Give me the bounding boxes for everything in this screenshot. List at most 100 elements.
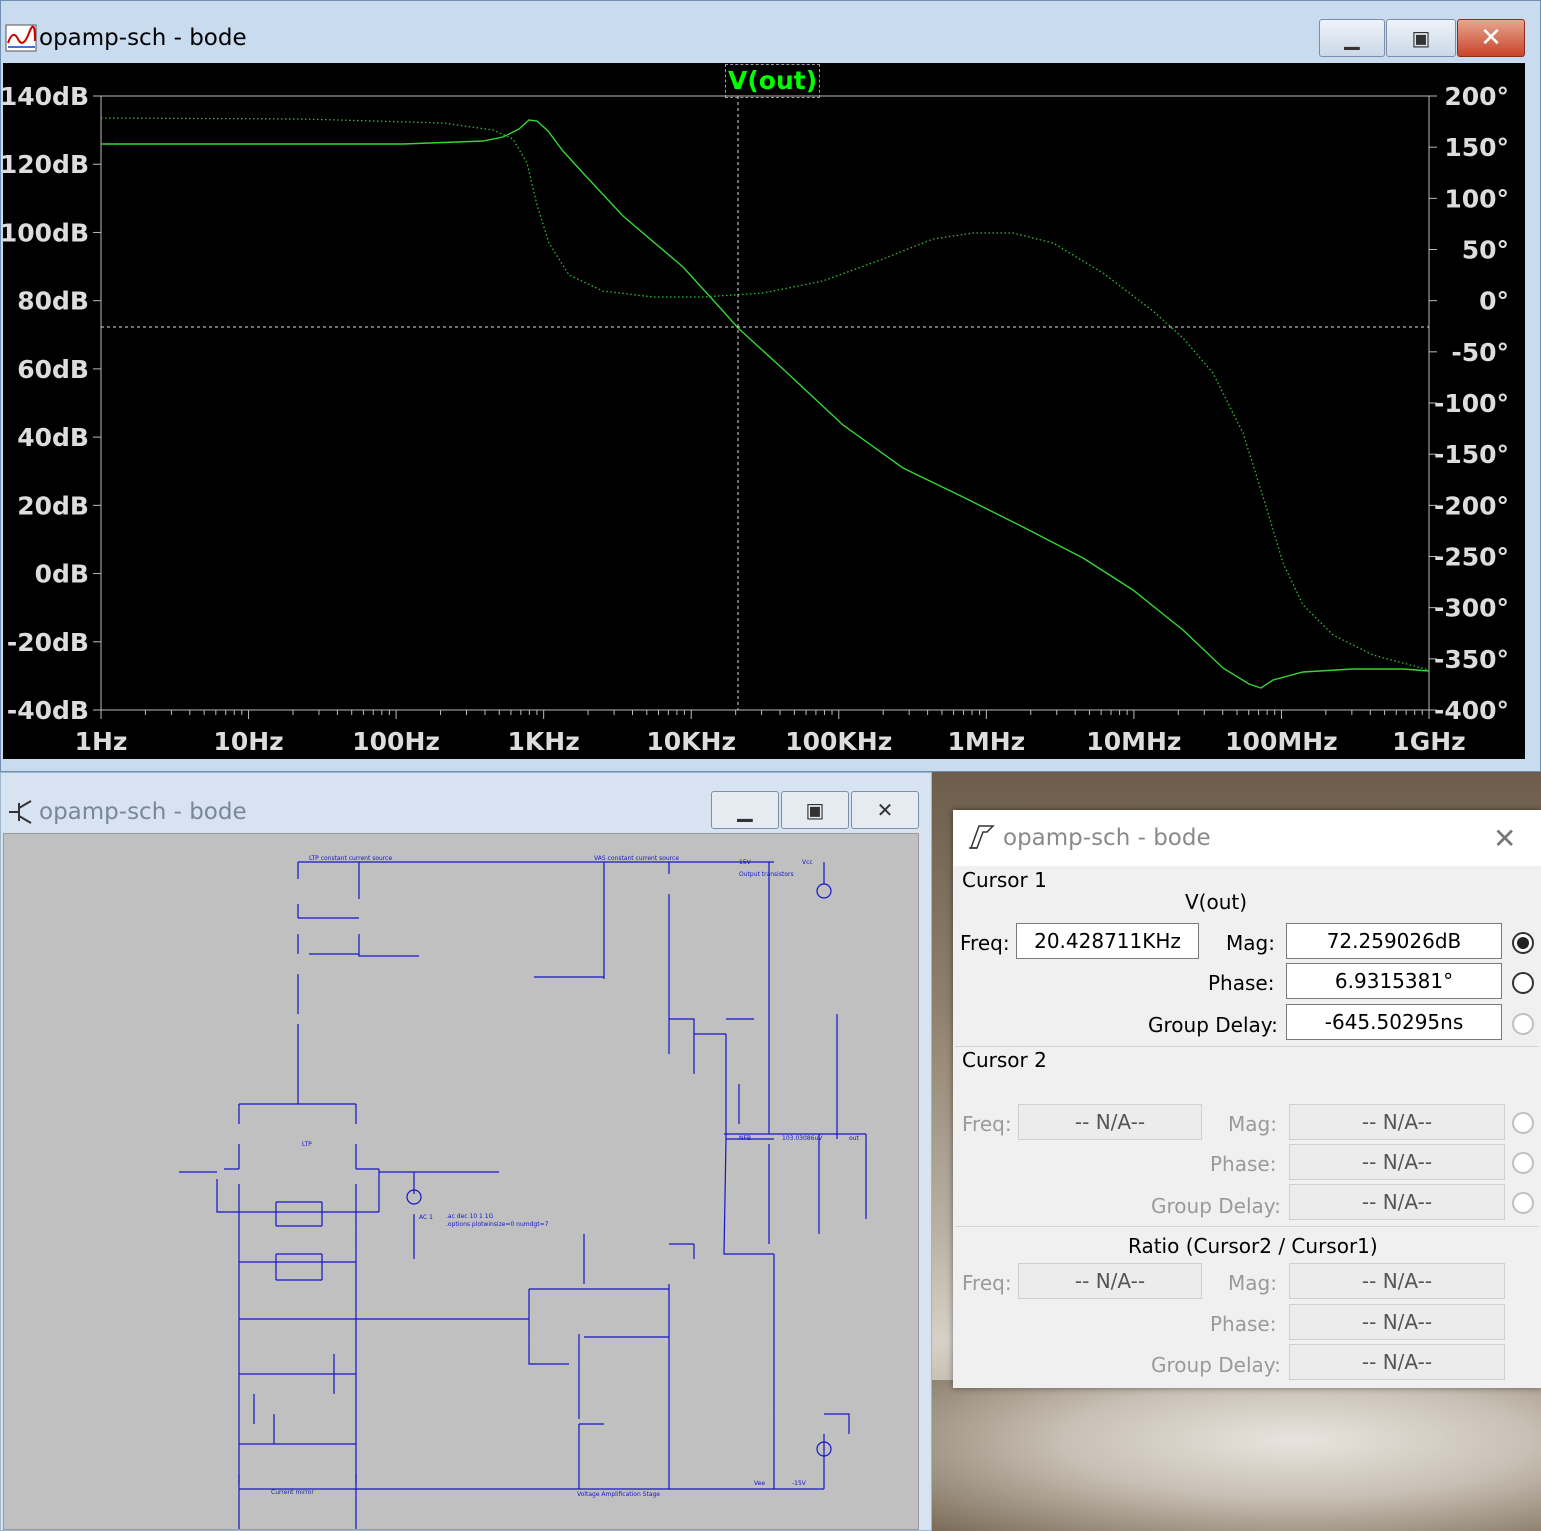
cursor1-group-delay-label: Group Delay: bbox=[1148, 1013, 1278, 1037]
right-axis-labels: 200°150°100°50°0°-50°-100°-150°-200°-250… bbox=[1429, 82, 1509, 725]
cursor1-freq-label: Freq: bbox=[960, 931, 1010, 955]
phase-trace bbox=[100, 117, 1430, 671]
close-icon[interactable]: ✕ bbox=[1493, 822, 1517, 855]
right-axis-label: -400° bbox=[1434, 696, 1509, 725]
cursor2-group-delay-radio[interactable] bbox=[1512, 1192, 1534, 1214]
cursor-dialog: opamp-sch - bode ✕ Cursor 1 V(out) Freq:… bbox=[953, 810, 1541, 1388]
left-axis-label: 20dB bbox=[17, 491, 89, 520]
left-axis-label: 80dB bbox=[17, 287, 89, 316]
ratio-mag-field[interactable]: -- N/A-- bbox=[1289, 1263, 1505, 1299]
ratio-freq-label: Freq: bbox=[962, 1271, 1012, 1295]
minimize-button[interactable]: ▁ bbox=[1319, 19, 1385, 57]
cursor1-group-delay-radio[interactable] bbox=[1512, 1013, 1534, 1035]
cursor1-phase-label: Phase: bbox=[1208, 971, 1275, 995]
left-axis-labels: 140dB120dB100dB80dB60dB40dB20dB0dB-20dB-… bbox=[3, 82, 101, 725]
window-title: opamp-sch - bode bbox=[39, 25, 247, 51]
schematic-canvas[interactable]: LTP constant current source VAS constant… bbox=[3, 833, 919, 1530]
x-axis-label: 1KHz bbox=[508, 727, 580, 756]
cursor1-trace: V(out) bbox=[1185, 890, 1248, 914]
maximize-button[interactable]: ▣ bbox=[781, 791, 849, 829]
x-axis-label: 100Hz bbox=[352, 727, 440, 756]
label-vcc: Vcc bbox=[802, 859, 813, 866]
transistor-icon bbox=[9, 800, 32, 824]
left-axis-label: -40dB bbox=[7, 696, 89, 725]
cursor2-group-delay-field[interactable]: -- N/A-- bbox=[1289, 1184, 1505, 1220]
label-sim-options: .options plotwinsize=0 numdgt=7 bbox=[446, 1221, 549, 1228]
cursor1-mag-label: Mag: bbox=[1226, 931, 1275, 955]
schematic-wires bbox=[179, 861, 867, 1529]
label-out: out bbox=[849, 1135, 859, 1142]
right-axis-label: -350° bbox=[1434, 645, 1509, 674]
cursor1-freq-field[interactable]: 20.428711KHz bbox=[1016, 923, 1199, 959]
x-axis-label: 1Hz bbox=[75, 727, 128, 756]
cursor2-phase-field[interactable]: -- N/A-- bbox=[1289, 1144, 1505, 1180]
label-ac1: AC 1 bbox=[419, 1214, 433, 1221]
right-axis-label: -100° bbox=[1434, 389, 1509, 418]
cursor1-mag-radio[interactable] bbox=[1512, 932, 1534, 954]
cursor2-mag-label: Mag: bbox=[1228, 1112, 1277, 1136]
right-axis-label: 200° bbox=[1444, 82, 1509, 111]
left-axis-label: -20dB bbox=[7, 628, 89, 657]
schematic-title-bar[interactable]: opamp-sch - bode ▁ ▣ ✕ bbox=[1, 773, 931, 833]
label-nfb: NFB bbox=[739, 1135, 751, 1142]
cursor1-phase-radio[interactable] bbox=[1512, 972, 1534, 994]
cursor2-freq-field[interactable]: -- N/A-- bbox=[1018, 1104, 1202, 1140]
minimize-button[interactable]: ▁ bbox=[711, 791, 779, 829]
schematic-labels: LTP constant current source VAS constant… bbox=[271, 855, 859, 1498]
x-axis-label: 100MHz bbox=[1225, 727, 1338, 756]
label-sim-cmd: .ac dec 10 1 1G bbox=[446, 1213, 494, 1220]
voltage-source-v3[interactable] bbox=[816, 1441, 832, 1457]
trace-label[interactable]: V(out) bbox=[725, 64, 821, 98]
cursor2-group-delay-label: Group Delay: bbox=[1151, 1194, 1281, 1218]
close-button[interactable]: ✕ bbox=[1457, 19, 1525, 57]
schematic-window-title: opamp-sch - bode bbox=[39, 799, 247, 825]
title-bar[interactable]: opamp-sch - bode ▁ ▣ ✕ bbox=[1, 1, 1540, 61]
cursor2-mag-radio[interactable] bbox=[1512, 1112, 1534, 1134]
left-axis-label: 100dB bbox=[3, 218, 89, 247]
right-axis-label: -250° bbox=[1434, 543, 1509, 572]
cursor1-group-delay-field[interactable]: -645.50295ns bbox=[1286, 1004, 1502, 1040]
right-axis-label: 100° bbox=[1444, 184, 1509, 213]
cursor2-header: Cursor 2 bbox=[962, 1048, 1047, 1072]
label-vas: Voltage Amplification Stage bbox=[577, 1491, 660, 1498]
voltage-source-v2[interactable] bbox=[816, 883, 832, 899]
label-nfb-voltage: 103.03086uV bbox=[782, 1135, 823, 1142]
ratio-phase-field[interactable]: -- N/A-- bbox=[1289, 1304, 1505, 1340]
dialog-title-bar[interactable]: opamp-sch - bode ✕ bbox=[953, 810, 1541, 866]
cursor2-phase-radio[interactable] bbox=[1512, 1152, 1534, 1174]
cursor1-phase-field[interactable]: 6.9315381° bbox=[1286, 963, 1502, 999]
x-axis-label: 1GHz bbox=[1392, 727, 1465, 756]
right-axis-label: -300° bbox=[1434, 594, 1509, 623]
label-minus15v: -15V bbox=[792, 1480, 807, 1487]
label-15v: 15V bbox=[739, 859, 752, 866]
minimize-icon: ▁ bbox=[1344, 26, 1360, 50]
cursor1-mag-field[interactable]: 72.259026dB bbox=[1286, 923, 1502, 959]
label-output-transistors: Output transistors bbox=[739, 871, 794, 878]
label-vee: Vee bbox=[754, 1480, 765, 1487]
x-axis-label: 10Hz bbox=[213, 727, 283, 756]
voltage-source-v1[interactable] bbox=[406, 1189, 422, 1205]
label-vas-ccs: VAS constant current source bbox=[594, 855, 679, 862]
ltspice-logo-icon bbox=[969, 825, 995, 849]
plot-frame bbox=[100, 95, 1430, 711]
cursor2-freq-label: Freq: bbox=[962, 1112, 1012, 1136]
maximize-button[interactable]: ▣ bbox=[1386, 19, 1456, 57]
ratio-freq-field[interactable]: -- N/A-- bbox=[1018, 1263, 1202, 1299]
left-axis-label: 40dB bbox=[17, 423, 89, 452]
cursor2-mag-field[interactable]: -- N/A-- bbox=[1289, 1104, 1505, 1140]
desktop-background-lower bbox=[930, 1380, 1541, 1531]
close-icon: ✕ bbox=[1480, 23, 1502, 53]
bode-plot-svg: 140dB120dB100dB80dB60dB40dB20dB0dB-20dB-… bbox=[3, 82, 1509, 756]
left-axis-label: 60dB bbox=[17, 355, 89, 384]
restore-icon: ▣ bbox=[1411, 26, 1431, 50]
schematic-symbols bbox=[406, 883, 832, 1457]
left-axis-label: 120dB bbox=[3, 150, 89, 179]
cursor1-header: Cursor 1 bbox=[962, 868, 1047, 892]
close-button[interactable]: ✕ bbox=[851, 791, 919, 829]
right-axis-label: -50° bbox=[1451, 338, 1509, 367]
ratio-group-delay-field[interactable]: -- N/A-- bbox=[1289, 1344, 1505, 1380]
minimize-icon: ▁ bbox=[737, 798, 753, 822]
left-axis-label: 0dB bbox=[35, 560, 89, 589]
